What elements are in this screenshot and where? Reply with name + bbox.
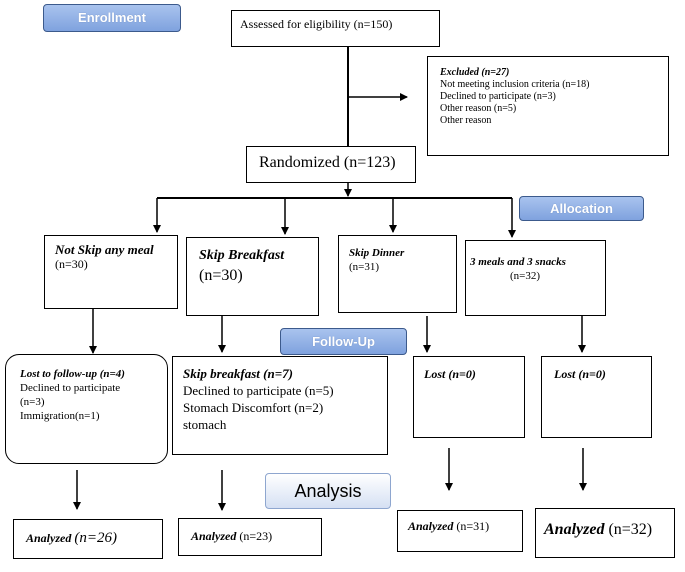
followup-line: Declined to participate (n=5): [183, 383, 334, 398]
followup-line: Stomach Discomfort (n=2): [183, 400, 324, 415]
excluded-line: Other reason (n=5): [440, 103, 517, 114]
analyzed-label: Analyzed: [26, 531, 72, 545]
analyzed-count: (n=23): [239, 529, 273, 543]
excluded-box: Excluded (n=27) Not meeting inclusion cr…: [427, 56, 669, 156]
followup-line: Declined to participate: [20, 382, 121, 394]
arm-count: (n=31): [349, 261, 380, 273]
analyzed-label: Analyzed: [544, 521, 605, 538]
followup-line: Immigration(n=1): [20, 410, 100, 422]
analyzed-label: Analyzed: [408, 519, 454, 533]
excluded-title: Excluded (n=27): [440, 67, 510, 78]
analyzed-label: Analyzed: [191, 529, 237, 543]
arm-box-skip-breakfast: Skip Breakfast (n=30): [186, 237, 319, 316]
allocation-stage-label: Allocation: [519, 196, 644, 221]
arm-box-skip-dinner: Skip Dinner (n=31): [338, 235, 457, 313]
arm-box-not-skip: Not Skip any meal (n=30): [44, 235, 178, 309]
eligibility-box: Assessed for eligibility (n=150): [231, 10, 440, 47]
analyzed-count: (n=31): [456, 519, 490, 533]
followup-box-not-skip: Lost to follow-up (n=4) Declined to part…: [5, 354, 168, 464]
followup-title: Skip breakfast (n=7): [183, 366, 293, 381]
arm-count: (n=30): [199, 267, 243, 284]
arm-count: (n=32): [510, 270, 541, 282]
analyzed-count: (n=32): [608, 521, 653, 538]
followup-title: Lost to follow-up (n=4): [20, 368, 125, 380]
analyzed-box-skip-dinner: Analyzed (n=31): [397, 510, 523, 552]
followup-line: (n=3): [20, 396, 45, 408]
followup-line: stomach: [183, 417, 227, 432]
arm-name: Skip Breakfast: [199, 248, 285, 263]
arm-name: Skip Dinner: [349, 247, 405, 259]
followup-title: Lost (n=0): [554, 367, 606, 381]
followup-box-3-meals: Lost (n=0): [541, 356, 652, 438]
excluded-line: Not meeting inclusion criteria (n=18): [440, 79, 590, 90]
arm-box-3-meals: 3 meals and 3 snacks (n=32): [465, 240, 606, 316]
analysis-stage-label: Analysis: [265, 473, 391, 509]
analyzed-box-3-meals: Analyzed (n=32): [535, 508, 675, 558]
randomized-text: Randomized (n=123): [259, 154, 396, 171]
analyzed-box-skip-breakfast: Analyzed (n=23): [178, 518, 322, 556]
eligibility-text: Assessed for eligibility (n=150): [240, 17, 393, 31]
analyzed-count: (n=26): [74, 530, 117, 546]
analyzed-box-not-skip: Analyzed (n=26): [13, 519, 163, 559]
randomized-box: Randomized (n=123): [246, 146, 416, 183]
excluded-line: Declined to participate (n=3): [440, 91, 556, 102]
followup-title: Lost (n=0): [424, 367, 476, 381]
followup-box-skip-dinner: Lost (n=0): [413, 356, 525, 438]
excluded-line: Other reason: [440, 115, 492, 126]
arm-name: 3 meals and 3 snacks: [470, 256, 566, 268]
enrollment-stage-label: Enrollment: [43, 4, 181, 32]
arm-count: (n=30): [55, 257, 88, 271]
followup-box-skip-breakfast: Skip breakfast (n=7) Declined to partici…: [172, 356, 388, 455]
arm-name: Not Skip any meal: [55, 242, 154, 257]
follow-up-stage-label: Follow-Up: [280, 328, 407, 355]
